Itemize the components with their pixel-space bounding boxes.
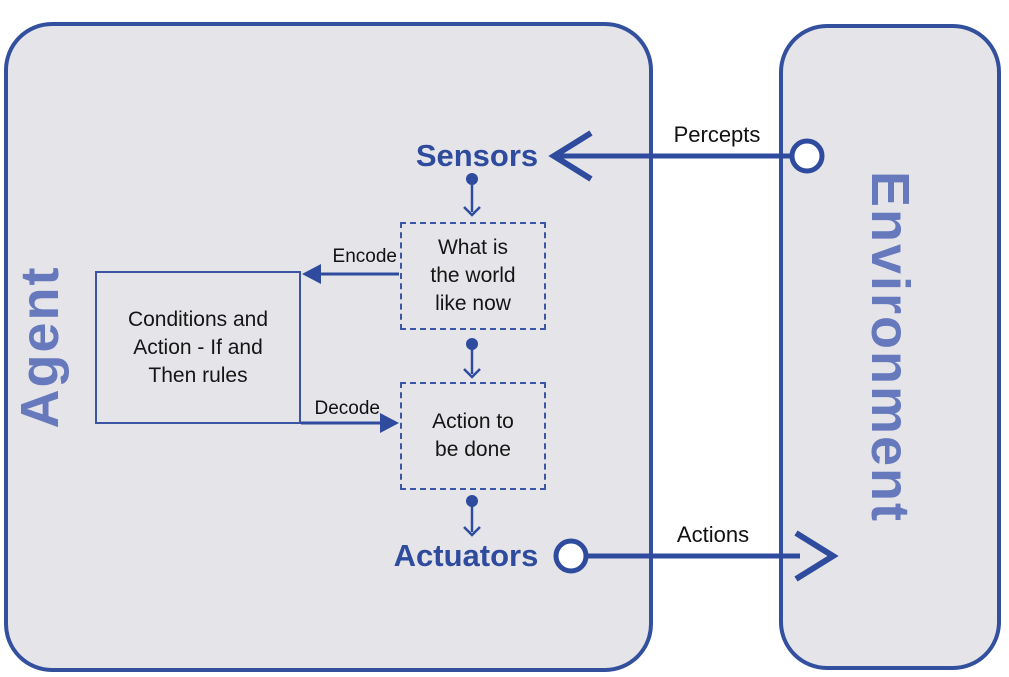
world-state-line: the world (430, 264, 516, 287)
actions-edge-label: Actions (676, 522, 750, 547)
percepts-edge-label: Percepts (673, 122, 761, 147)
world-state-box: What is the world like now (400, 222, 546, 330)
rules-box: Conditions and Action - If and Then rule… (95, 271, 301, 424)
action-to-do-box: Action to be done (400, 382, 546, 490)
sensors-label: Sensors (415, 138, 539, 173)
actuators-label: Actuators (393, 538, 539, 573)
action-to-do-line: be done (435, 438, 511, 461)
rules-line: Then rules (148, 363, 248, 387)
action-to-do-line: Action to (432, 410, 514, 433)
rules-line: Action - If and (133, 335, 263, 359)
world-state-line: like now (435, 292, 511, 315)
decode-edge-label: Decode (314, 398, 381, 419)
environment-label: Environment (860, 170, 920, 524)
agent-label: Agent (10, 265, 70, 429)
rules-line: Conditions and (127, 307, 269, 331)
encode-edge-label: Encode (332, 246, 397, 267)
world-state-line: What is (437, 236, 508, 259)
